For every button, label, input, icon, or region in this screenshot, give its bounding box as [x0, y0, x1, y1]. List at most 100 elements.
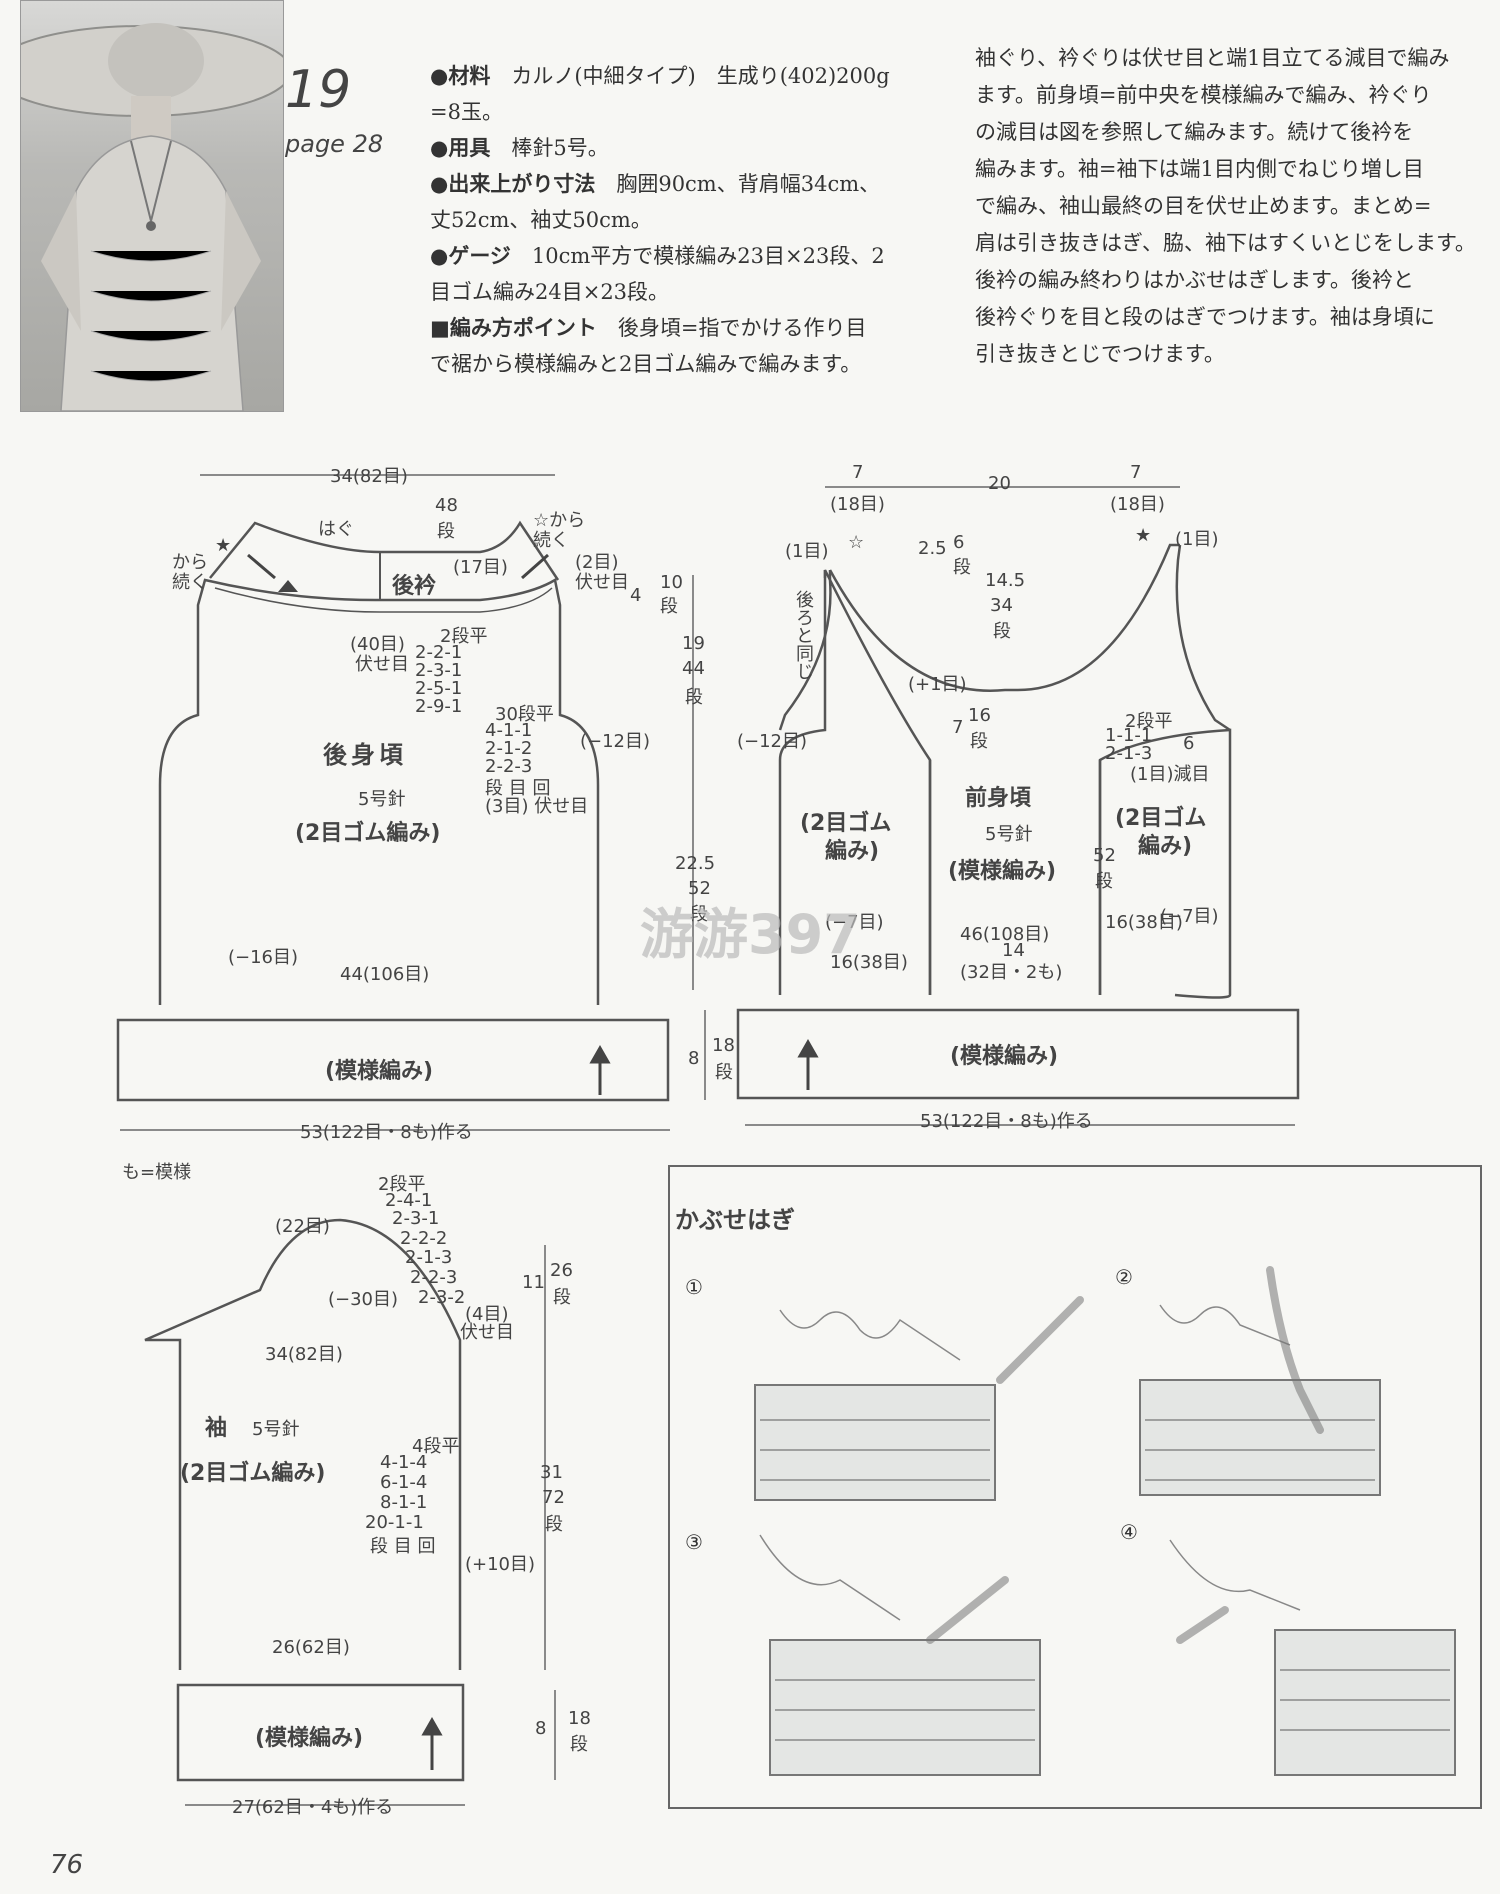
back-arm1: 30段平	[495, 704, 554, 725]
point-text: 後身頃=指でかける作り目	[617, 316, 867, 340]
back-collar-outline	[209, 520, 560, 581]
star-outline-icon: ☆	[848, 532, 865, 553]
tools-text: 棒針5号。	[511, 136, 609, 160]
tools-label: ●用具	[430, 136, 491, 160]
back-dec1: 2段平	[440, 626, 488, 647]
sleeve-stitch: (2目ゴム編み)	[180, 1461, 326, 1486]
desc-line: の減目は図を参照して編みます。続けて後衿を	[975, 120, 1414, 144]
front-h6: 6	[953, 532, 965, 553]
star-icon: ★	[1135, 525, 1152, 546]
back-h44u: 段	[685, 687, 703, 708]
back-h8: 8	[688, 1048, 700, 1069]
back-body-outline	[158, 578, 600, 1005]
back-h44: 44	[682, 658, 705, 679]
front-minus7a: (−7目)	[825, 912, 884, 933]
front-dec2: 1-1-1	[1105, 725, 1153, 746]
front-w7b: 7	[1130, 462, 1142, 483]
sleeve-w26: 26(62目)	[272, 1637, 350, 1658]
back-arm6: (3目) 伏せ目	[485, 796, 589, 817]
desc-line: で編み、袖山最終の目を伏せ止めます。まとめ=	[975, 194, 1432, 218]
front-dec1: 2段平	[1125, 711, 1173, 732]
front-dec3: 2-1-3	[1105, 743, 1153, 764]
front-center: (模様編み)	[948, 859, 1057, 884]
desc-line: 後衿ぐりを目と段のはぎでつけます。袖は身頃に	[975, 305, 1435, 329]
material-text2: =8玉。	[430, 100, 503, 124]
sleeve-h26u: 段	[553, 1287, 571, 1308]
point-text2: で裾から模様編みと2目ゴム編みで編みます。	[430, 352, 862, 376]
back-width44: 44(106目)	[340, 964, 430, 985]
point-label: ■編み方ポイント	[430, 316, 597, 340]
watermark: 游游397	[640, 903, 861, 966]
back-h18u: 段	[715, 1062, 733, 1083]
back-h18: 18	[712, 1035, 735, 1056]
front-h25: 2.5	[918, 538, 947, 559]
sleeve-inc2: 4-1-4	[380, 1452, 428, 1473]
gauge-label: ●ゲージ	[430, 244, 511, 268]
sleeve-plus10: (+10目)	[465, 1554, 536, 1575]
sleeve-outline	[144, 1218, 462, 1670]
front-h16u: 段	[970, 731, 988, 752]
back-neck-bind: (40目)	[350, 634, 405, 655]
front-title: 前身頃	[965, 786, 1032, 811]
sleeve-top22: (22目)	[275, 1216, 330, 1237]
sleeve-hem: (模様編み)	[255, 1726, 364, 1751]
back-neck-bind2: 伏せ目	[355, 654, 409, 675]
kabuse-hagi-panel	[668, 1165, 1482, 1809]
front-h145: 14.5	[985, 570, 1026, 591]
back-star-from: ☆から	[533, 510, 586, 531]
kabuse-title: かぶせはぎ	[675, 1206, 795, 1234]
size-text: 胸囲90cm、背肩幅34cm、	[616, 172, 881, 196]
back-h52: 52	[688, 878, 711, 899]
back-h225: 22.5	[675, 853, 716, 874]
back-title: 後身頃	[323, 741, 407, 769]
sleeve-inc3: 6-1-4	[380, 1472, 428, 1493]
back-dec4: 2-5-1	[415, 678, 463, 699]
back-star-cont: 続く	[533, 530, 569, 551]
front-w7b-sts: (18目)	[1110, 494, 1165, 515]
front-h34: 34	[990, 595, 1013, 616]
back-collar-label: 後衿	[392, 574, 437, 599]
front-rib-left2: 編み)	[825, 839, 880, 864]
back-h52u: 段	[690, 904, 708, 925]
back-collar-rows-unit: 段	[437, 521, 455, 542]
sleeve-w34: 34(82目)	[265, 1344, 343, 1365]
back-dec2: 2-2-1	[415, 642, 463, 663]
sleeve-cap6: 2-2-3	[410, 1267, 458, 1288]
back-h19: 19	[682, 633, 705, 654]
front-plus1: (+1目)	[908, 674, 967, 695]
back-cast-on: 53(122目・8も)作る	[300, 1122, 473, 1143]
sleeve-cap1: 2段平	[378, 1174, 426, 1195]
front-w20: 20	[988, 473, 1011, 494]
back-collar-rows: 48	[435, 495, 458, 516]
sleeve-h18u: 段	[570, 1734, 588, 1755]
model-photo	[20, 0, 284, 412]
front-one1: (1目)	[785, 541, 829, 562]
front-minus12: (−12目)	[737, 731, 808, 752]
desc-line: ます。前身頃=前中央を模様編みで編み、衿ぐり	[975, 83, 1432, 107]
front-cast-on: 53(122目・8も)作る	[920, 1111, 1093, 1132]
sleeve-inc4: 8-1-1	[380, 1492, 428, 1513]
sleeve-cap7: 2-3-2	[418, 1287, 466, 1308]
sleeve-h11: 11	[522, 1272, 545, 1293]
front-h34u: 段	[993, 621, 1011, 642]
sleeve-h26: 26	[550, 1260, 573, 1281]
sleeve-h18: 18	[568, 1708, 591, 1729]
front-dec7: (1目)減目	[1130, 764, 1210, 785]
front-h52: 52	[1093, 845, 1116, 866]
desc-line: 袖ぐり、衿ぐりは伏せ目と端1目立てる減目で編み	[975, 46, 1450, 70]
sleeve-h31: 31	[540, 1462, 563, 1483]
sleeve-h72: 72	[542, 1487, 565, 1508]
front-rib-left: (2目ゴム	[800, 811, 892, 836]
front-w7a: 7	[852, 462, 864, 483]
front-rib-right: (2目ゴム	[1115, 806, 1207, 831]
model-photo-illustration	[21, 23, 283, 411]
desc-line: 肩は引き抜きはぎ、脇、袖下はすくいとじをします。	[975, 231, 1476, 255]
kabuse-step-3: ③	[685, 1530, 703, 1554]
size-text2: 丈52cm、袖丈50cm。	[430, 208, 652, 232]
front-dec6: 6	[1183, 733, 1195, 754]
back-hem-rect	[116, 1018, 670, 1102]
front-body-outline	[778, 569, 932, 995]
back-needle: 5号針	[358, 789, 406, 810]
back-arm2: 4-1-1	[485, 720, 533, 741]
gauge-text: 10cm平方で模様編み23目×23段、2	[531, 244, 885, 268]
